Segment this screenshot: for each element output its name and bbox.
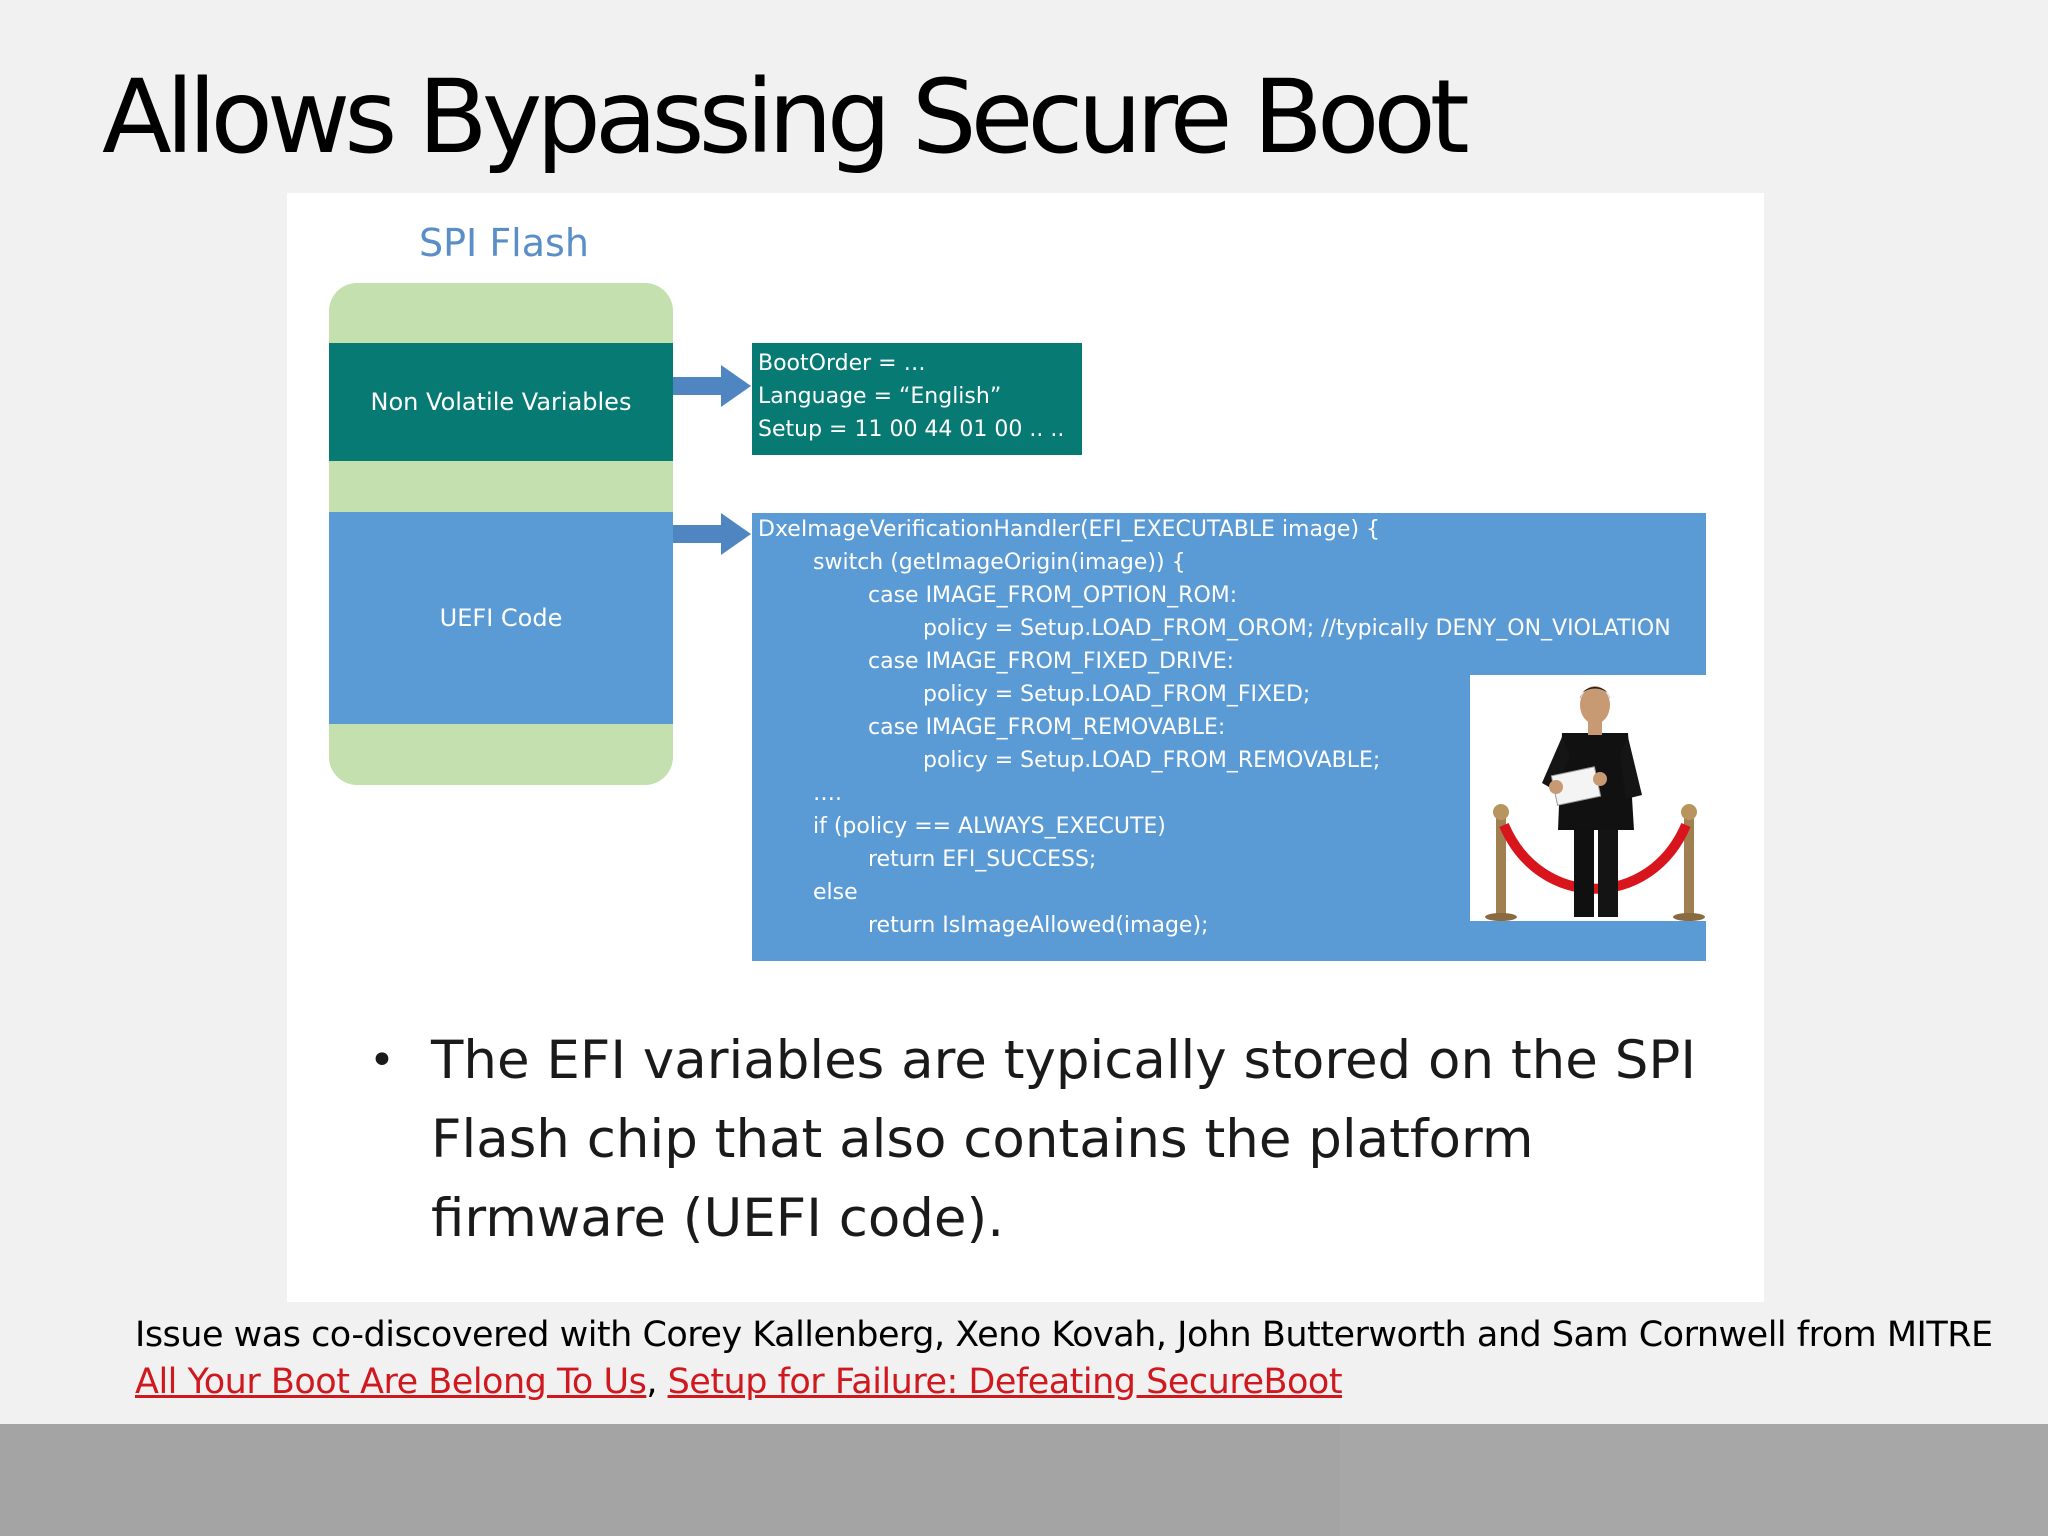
code-line: return EFI_SUCCESS; bbox=[868, 847, 1097, 872]
code-line: case IMAGE_FROM_REMOVABLE: bbox=[868, 715, 1226, 740]
code-line: case IMAGE_FROM_FIXED_DRIVE: bbox=[868, 649, 1235, 674]
bullet-list: • The EFI variables are typically stored… bbox=[369, 1021, 1709, 1258]
credit-note: Issue was co-discovered with Corey Kalle… bbox=[135, 1315, 1993, 1355]
spi-flash-chip: Non Volatile Variables UEFI Code bbox=[329, 283, 673, 785]
code-line: switch (getImageOrigin(image)) { bbox=[813, 550, 1186, 575]
code-line: else bbox=[813, 880, 858, 905]
variables-box: BootOrder = … Language = “English” Setup… bbox=[752, 343, 1082, 455]
arrow-right-icon bbox=[673, 365, 751, 407]
non-volatile-variables-block: Non Volatile Variables bbox=[329, 343, 673, 461]
code-line: if (policy == ALWAYS_EXECUTE) bbox=[813, 814, 1166, 839]
non-volatile-variables-label: Non Volatile Variables bbox=[370, 388, 632, 416]
footer-band bbox=[0, 1424, 2048, 1536]
code-line: …. bbox=[813, 781, 842, 806]
variable-line: Language = “English” bbox=[758, 384, 1002, 409]
spi-flash-title: SPI Flash bbox=[419, 221, 589, 265]
link-separator: , bbox=[646, 1362, 668, 1402]
reference-links: All Your Boot Are Belong To Us, Setup fo… bbox=[135, 1362, 1343, 1402]
link-all-your-boot[interactable]: All Your Boot Are Belong To Us bbox=[135, 1362, 647, 1402]
arrow-right-icon bbox=[673, 513, 751, 555]
footer-shade bbox=[1340, 1424, 2048, 1536]
bouncer-photo bbox=[1470, 675, 1706, 921]
list-item: • The EFI variables are typically stored… bbox=[369, 1021, 1709, 1258]
code-line: case IMAGE_FROM_OPTION_ROM: bbox=[868, 583, 1238, 608]
code-line: policy = Setup.LOAD_FROM_FIXED; bbox=[923, 682, 1311, 707]
code-line: policy = Setup.LOAD_FROM_REMOVABLE; bbox=[923, 748, 1381, 773]
code-line: DxeImageVerificationHandler(EFI_EXECUTAB… bbox=[758, 517, 1381, 542]
variable-line: BootOrder = … bbox=[758, 351, 926, 376]
bullet-text: The EFI variables are typically stored o… bbox=[431, 1030, 1696, 1249]
figure-image: SPI Flash Non Volatile Variables UEFI Co… bbox=[287, 193, 1764, 1302]
bullet-icon: • bbox=[369, 1035, 395, 1086]
uefi-code-label: UEFI Code bbox=[439, 604, 563, 632]
code-line: policy = Setup.LOAD_FROM_OROM; //typical… bbox=[923, 616, 1671, 641]
code-line: return IsImageAllowed(image); bbox=[868, 913, 1209, 938]
slide-title: Allows Bypassing Secure Boot bbox=[102, 58, 1470, 177]
variable-line: Setup = 11 00 44 01 00 .. .. bbox=[758, 417, 1065, 442]
link-setup-for-failure[interactable]: Setup for Failure: Defeating SecureBoot bbox=[667, 1362, 1343, 1402]
uefi-code-block: UEFI Code bbox=[329, 512, 673, 724]
